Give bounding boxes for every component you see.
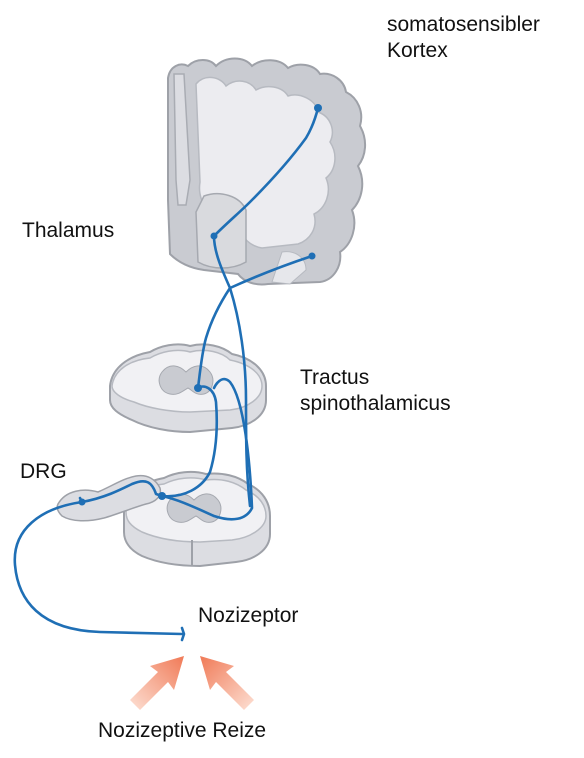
tract-label-line2: spinothalamicus bbox=[300, 391, 451, 417]
stimuli-label: Nozizeptive Reize bbox=[98, 718, 266, 744]
stimulus-arrow-left bbox=[130, 656, 184, 710]
thalamus-synapse bbox=[211, 233, 218, 240]
brain-section bbox=[168, 59, 365, 285]
drg-cell-body bbox=[79, 499, 86, 506]
tract-label: Tractus spinothalamicus bbox=[300, 365, 451, 417]
thalamic-collateral-synapse bbox=[309, 253, 316, 260]
nociceptor-label: Nozizeptor bbox=[198, 603, 298, 629]
tract-label-line1: Tractus bbox=[300, 365, 451, 391]
dorsal-horn-synapse bbox=[158, 492, 166, 500]
cortex-synapse bbox=[314, 104, 322, 112]
drg-label: DRG bbox=[20, 459, 67, 485]
stimulus-arrows bbox=[130, 656, 254, 710]
cortex-label-line1: somatosensibler bbox=[387, 12, 540, 38]
thalamus-label: Thalamus bbox=[22, 218, 114, 244]
cortex-label: somatosensibler Kortex bbox=[387, 12, 540, 64]
cortex-label-line2: Kortex bbox=[387, 38, 540, 64]
upper-segment-synapse bbox=[194, 384, 202, 392]
stimulus-arrow-right bbox=[200, 656, 254, 710]
